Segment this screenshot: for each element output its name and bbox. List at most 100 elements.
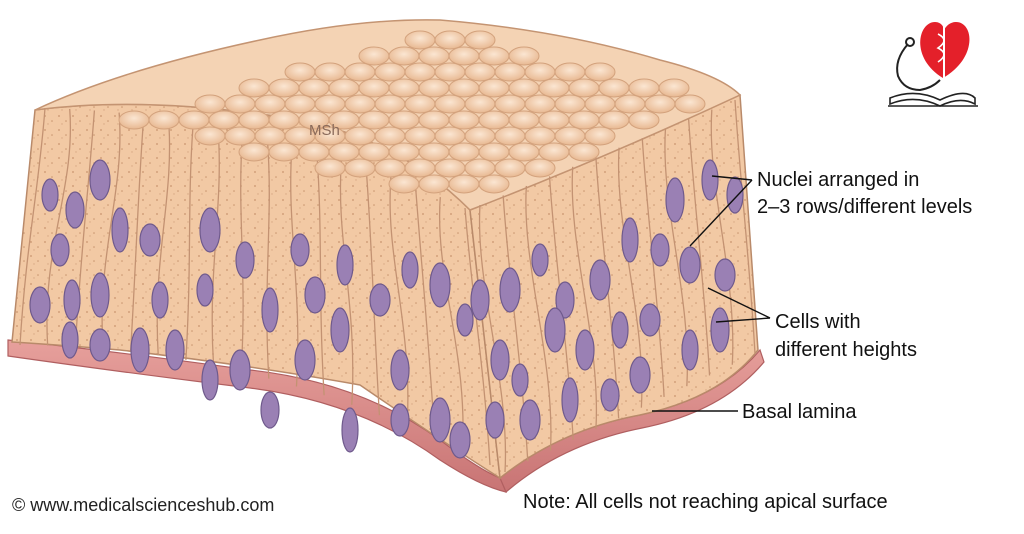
apical-dome (464, 30, 496, 50)
apical-dome (268, 78, 300, 98)
nucleus (165, 329, 185, 371)
nucleus (665, 177, 685, 223)
apical-dome (404, 94, 436, 114)
apical-dome (254, 94, 286, 114)
apical-dome (494, 62, 526, 82)
apical-dome (344, 62, 376, 82)
cell-border (687, 119, 711, 376)
apical-dome (628, 78, 660, 98)
apical-dome (494, 94, 526, 114)
apical-dome (568, 142, 600, 162)
apical-dome (464, 126, 496, 146)
apical-dome (598, 110, 630, 130)
nucleus (63, 279, 81, 321)
nucleus (490, 339, 510, 381)
leader-cells-1 (707, 287, 771, 319)
apical-dome (494, 158, 526, 178)
nucleus (621, 217, 639, 263)
apical-dome (584, 126, 616, 146)
apical-dome (298, 78, 330, 98)
apical-dome (494, 126, 526, 146)
apical-dome (644, 94, 676, 114)
apical-dome (478, 46, 510, 66)
nucleus (650, 233, 670, 267)
apical-dome (434, 126, 466, 146)
nucleus (470, 279, 490, 321)
apical-dome (448, 142, 480, 162)
apical-domes (118, 30, 706, 194)
apical-dome (418, 142, 450, 162)
apical-dome (374, 158, 406, 178)
cell-border (316, 152, 325, 396)
apical-dome (208, 110, 240, 130)
apical-dome (554, 126, 586, 146)
apical-dome (238, 78, 270, 98)
cell-border (389, 177, 409, 427)
nucleus (390, 349, 410, 391)
cell-border (19, 107, 46, 346)
nucleus (544, 307, 566, 353)
apical-dome (404, 62, 436, 82)
apical-dome (374, 62, 406, 82)
nucleus (90, 272, 110, 318)
nucleus (304, 276, 326, 314)
apical-dome (628, 110, 660, 130)
nucleus (531, 243, 549, 277)
nuclei (29, 159, 744, 459)
apical-dome (418, 110, 450, 130)
nucleus (701, 159, 719, 201)
nucleus (89, 328, 111, 362)
apical-dome (538, 78, 570, 98)
apical-dome (464, 94, 496, 114)
cell-border (414, 186, 436, 439)
cell-border (129, 115, 145, 352)
apical-dome (614, 94, 646, 114)
apical-dome (478, 78, 510, 98)
apical-dome (374, 126, 406, 146)
apical-dome (404, 126, 436, 146)
cell-border (571, 166, 598, 430)
apical-dome (448, 174, 480, 194)
apical-dome (388, 46, 420, 66)
nucleus (50, 233, 70, 267)
apical-dome (298, 142, 330, 162)
nucleus (519, 399, 541, 441)
nucleus (89, 159, 111, 201)
label-basal-lamina: Basal lamina (742, 401, 857, 423)
nucleus (589, 259, 611, 301)
apical-dome (178, 110, 210, 130)
apical-dome (418, 46, 450, 66)
nucleus (29, 286, 51, 324)
apical-dome (508, 110, 540, 130)
apical-dome (358, 78, 390, 98)
apical-dome (358, 110, 390, 130)
nucleus (449, 421, 471, 459)
cell-border (478, 204, 507, 473)
apical-dome (284, 94, 316, 114)
apical-dome (238, 142, 270, 162)
apical-dome (434, 94, 466, 114)
nucleus (555, 281, 575, 319)
nucleus (290, 233, 310, 267)
nucleus (611, 311, 629, 349)
apical-dome (314, 158, 346, 178)
apical-dome (584, 94, 616, 114)
apical-dome (448, 78, 480, 98)
open-book-icon (889, 92, 976, 107)
nucleus (330, 307, 350, 353)
nucleus (111, 207, 129, 253)
cell-border (266, 138, 270, 379)
nucleus (151, 281, 169, 319)
apical-dome (314, 62, 346, 82)
leader-cells-2 (715, 317, 771, 323)
apical-dome (418, 174, 450, 194)
cell-border (710, 109, 734, 365)
apical-dome (448, 46, 480, 66)
apical-dome (328, 142, 360, 162)
apical-dome (524, 94, 556, 114)
apical-dome (508, 46, 540, 66)
nucleus (639, 303, 661, 337)
cell-border (641, 138, 665, 397)
nucleus (130, 327, 150, 373)
apical-dome (284, 62, 316, 82)
